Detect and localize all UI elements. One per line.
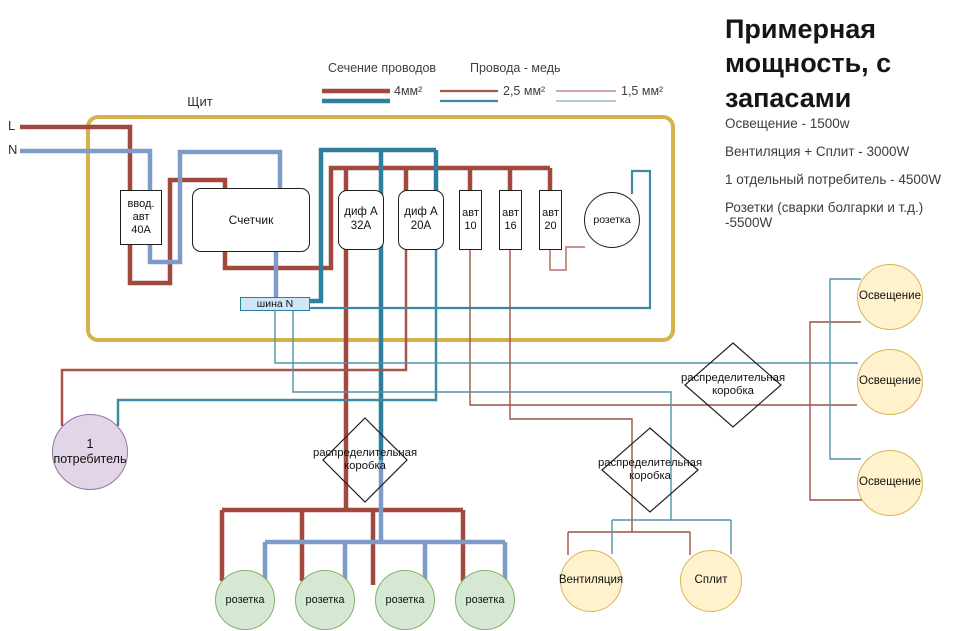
electric-meter: Счетчик [192, 188, 310, 252]
legend-size-25mm: 2,5 мм² [503, 84, 546, 98]
legend-copper-title: Провода - медь [470, 61, 561, 75]
wire-n-vent-split [292, 311, 732, 554]
junction-box-lighting-diamond [684, 342, 782, 428]
line-n-label: N [8, 142, 18, 157]
consumer-circle: 1 потребитель [52, 414, 128, 490]
wire-n-light3 [829, 363, 861, 460]
light-circle-2: Освещение [857, 349, 923, 415]
wire-n-light1 [829, 278, 861, 363]
wire-l-light3 [809, 405, 862, 501]
wire-l-panel-socket [549, 245, 585, 271]
socket-circle-3: розетка [375, 570, 435, 630]
breaker-10a: авт 10 [459, 190, 482, 250]
wire-n-panel-socket [310, 169, 652, 310]
rcbo-32a: диф А 32А [338, 190, 384, 250]
legend-size-4mm: 4мм² [394, 84, 423, 98]
input-breaker-40a: ввод. авт 40А [120, 190, 162, 245]
ventilation-circle: Вентиляция [559, 550, 623, 612]
wire-n-consumer [116, 245, 438, 426]
split-circle: Сплит [680, 550, 742, 612]
power-item-lighting: Освещение - 1500w [725, 116, 850, 131]
junction-box-vent-label: распределительная коробка [597, 456, 703, 482]
power-item-consumer: 1 отдельный потребитель - 4500W [725, 172, 942, 187]
rcbo-20a: диф А 20А [398, 190, 444, 250]
wires-n-lighting [274, 278, 861, 460]
power-item-vent-split: Вентиляция + Сплит - 3000W [725, 144, 910, 159]
wires-l-lighting [469, 245, 862, 501]
wire-n-nbus-junction1 [274, 311, 858, 364]
socket-circle-1: розетка [215, 570, 275, 630]
n-bus: шина N [240, 297, 310, 311]
junction-box-sockets-diamond [322, 417, 408, 503]
breaker-16a: авт 16 [499, 190, 522, 250]
wire-n-nbus-to-rcbo-bus [310, 147, 436, 304]
legend-size-15mm: 1,5 мм² [621, 84, 664, 98]
line-l-label: L [8, 118, 16, 133]
socket-circle-4: розетка [455, 570, 515, 630]
wire-l-b10-junction1 [469, 245, 857, 406]
junction-box-lighting-label: распределительная коробка [680, 371, 786, 397]
wire-l-light1 [809, 321, 861, 405]
power-summary-title: Примерная мощность, с запасами [725, 14, 892, 113]
light-circle-3: Освещение [857, 450, 923, 516]
breaker-20a: авт 20 [539, 190, 562, 250]
panel-title: Щит [187, 94, 213, 109]
junction-box-sockets-label: распределительная коробка [312, 446, 418, 472]
legend-swatches [322, 88, 616, 104]
wire-l-vent-split [509, 245, 691, 555]
wires-n-steel [20, 148, 508, 581]
legend-sizes-title: Сечение проводов [328, 61, 437, 75]
wire-n-input-meter [20, 148, 283, 265]
socket-circle-2: розетка [295, 570, 355, 630]
power-item-sockets: Розетки (сварки болгарки и т.д.) -5500W [725, 200, 924, 230]
panel-socket: розетка [584, 192, 640, 248]
junction-box-vent-diamond [601, 427, 699, 513]
light-circle-1: Освещение [857, 264, 923, 330]
